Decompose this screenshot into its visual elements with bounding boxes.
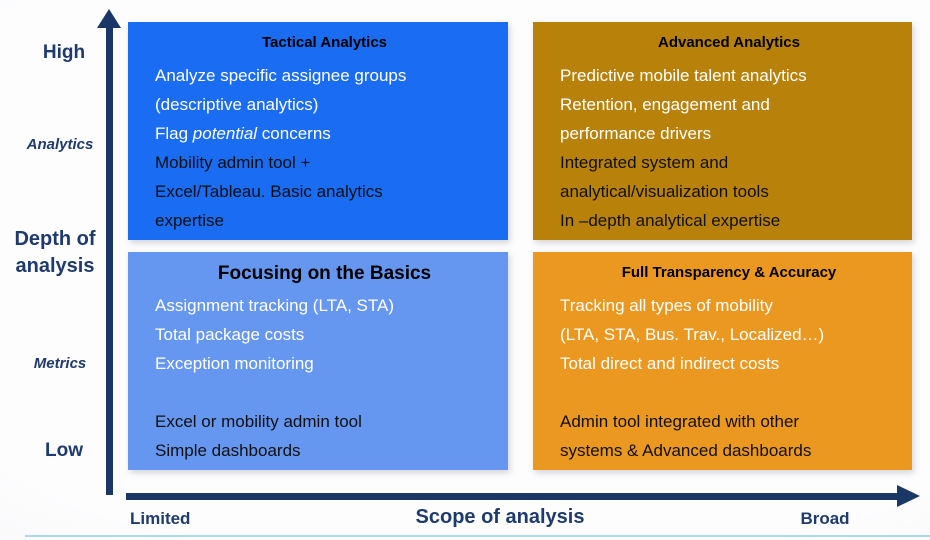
quadrant-line-blank [155, 378, 494, 407]
quadrant-line: Total direct and indirect costs [560, 354, 780, 373]
quadrant-line: Predictive mobile talent analytics [560, 66, 807, 85]
y-axis-region-metrics: Metrics [33, 355, 87, 372]
quadrant-line: Simple dashboards [155, 441, 301, 460]
quadrant-line: Excel or mobility admin tool [155, 412, 362, 431]
quadrant-advanced-analytics: Advanced Analytics Predictive mobile tal… [533, 22, 912, 240]
quadrant-line: Total package costs [155, 325, 305, 344]
quadrant-line: expertise [155, 211, 224, 230]
bottom-divider-line [25, 535, 930, 537]
quadrant-focusing-on-the-basics: Focusing on the Basics Assignment tracki… [128, 252, 508, 470]
quadrant-line: Mobility admin tool + [155, 153, 311, 172]
quadrant-tactical-analytics: Tactical Analytics Analyze specific assi… [128, 22, 508, 240]
y-axis-region-analytics: Analytics [26, 136, 94, 153]
line-segment: concerns [257, 124, 331, 143]
x-axis-tick-limited: Limited [130, 509, 191, 528]
y-axis-title-line1: Depth of [14, 228, 96, 250]
quadrant-line: systems & Advanced dashboards [560, 441, 812, 460]
x-axis-tick-broad: Broad [800, 509, 850, 528]
x-axis-arrow-line [126, 493, 898, 500]
quadrant-line: (descriptive analytics) [155, 95, 319, 114]
quadrant-line: Retention, engagement and [560, 95, 770, 114]
quadrant-title: Full Transparency & Accuracy [621, 264, 837, 281]
line-segment-italic: potential [192, 124, 258, 143]
quadrant-line: Excel/Tableau. Basic analytics [155, 182, 383, 201]
quadrant-line-blank [560, 378, 898, 407]
quadrant-line: Exception monitoring [155, 354, 314, 373]
quadrant-line: analytical/visualization tools [560, 182, 769, 201]
quadrant-line: (LTA, STA, Bus. Trav., Localized…) [560, 325, 825, 344]
y-axis-tick-low: Low [45, 440, 83, 461]
quadrant-title: Advanced Analytics [658, 34, 800, 51]
quadrant-line: Analyze specific assignee groups [155, 66, 407, 85]
quadrant-line: performance drivers [560, 124, 712, 143]
y-axis-arrow-line [106, 26, 113, 495]
x-axis-arrowhead-icon [897, 485, 920, 507]
y-axis-title-line2: analysis [15, 255, 95, 277]
quadrant-line: Assignment tracking (LTA, STA) [155, 296, 395, 315]
quadrant-line: Flag potential concerns [155, 119, 494, 148]
x-axis-title: Scope of analysis [415, 506, 585, 528]
quadrant-line: Admin tool integrated with other [560, 412, 800, 431]
quadrant-title: Focusing on the Basics [217, 263, 432, 284]
y-axis-tick-high: High [42, 42, 86, 63]
quadrant-line: In –depth analytical expertise [560, 211, 781, 230]
y-axis-title: Depth of analysis [0, 226, 110, 280]
quadrant-line: Integrated system and [560, 153, 729, 172]
quadrant-full-transparency-accuracy: Full Transparency & Accuracy Tracking al… [533, 252, 912, 470]
quadrant-line: Tracking all types of mobility [560, 296, 773, 315]
quadrant-title: Tactical Analytics [261, 34, 388, 51]
y-axis-arrowhead-icon [97, 9, 121, 28]
line-segment: Flag [155, 124, 193, 143]
